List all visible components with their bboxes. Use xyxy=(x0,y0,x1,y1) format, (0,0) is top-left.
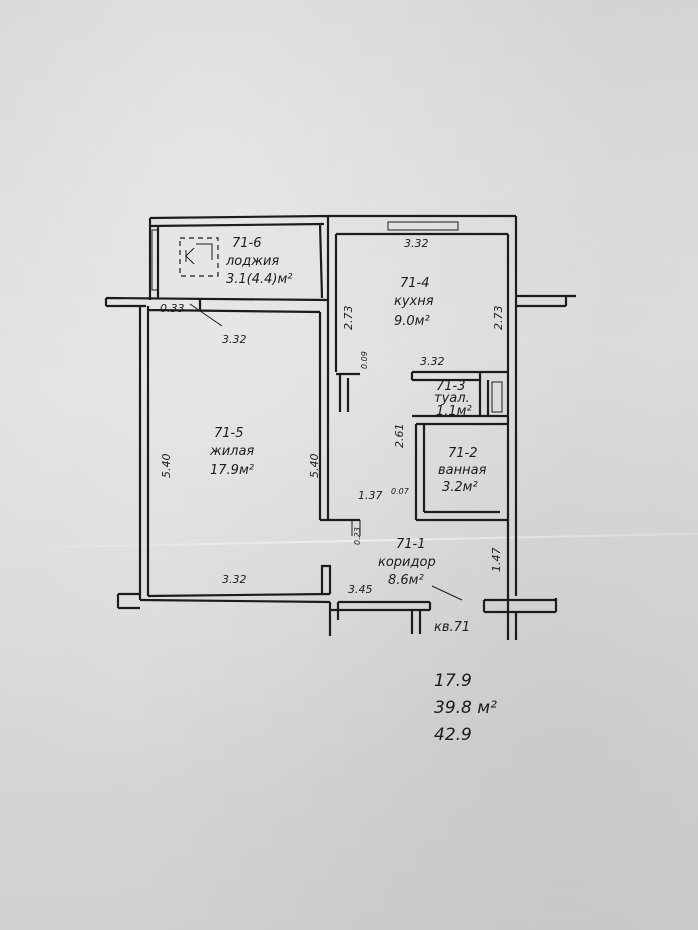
room-id-bath: 71-2 xyxy=(448,446,478,461)
dim-corridor-stub: 0.23 xyxy=(353,527,362,545)
living-inner-right-wall xyxy=(318,312,360,522)
living-bottom-wall xyxy=(116,592,331,610)
kitchen-window xyxy=(387,221,459,231)
leader-line-corridor xyxy=(431,585,463,601)
dim-living-bottom: 3.32 xyxy=(222,573,247,586)
kitchen-partitions xyxy=(336,370,480,412)
dim-corridor-bottom: 3.45 xyxy=(348,583,373,596)
room-name-toilet: туал. xyxy=(434,391,470,406)
dim-toilet-top: 3.32 xyxy=(420,355,445,368)
entrance-walls xyxy=(482,520,558,640)
loggia-window-symbol xyxy=(179,237,219,277)
room-name-bath: ванная xyxy=(438,463,487,478)
room-area-toilet: 1.1м² xyxy=(436,404,472,419)
room-name-living: жилая xyxy=(209,444,254,459)
dim-kitchen-left: 2.73 xyxy=(342,306,355,331)
room-id-toilet: 71-3 xyxy=(436,379,466,394)
living-outer-walls xyxy=(104,296,329,600)
dim-wall-gap: 0.07 xyxy=(391,487,410,496)
room-id-corridor: 71-1 xyxy=(396,537,426,552)
room-id-loggia: 71-6 xyxy=(232,236,262,251)
room-name-kitchen: кухня xyxy=(394,294,434,309)
room-labels: 71-6 лоджия 3.1(4.4)м² 71-4 кухня 9.0м² … xyxy=(209,236,487,588)
dim-kitchen-right: 2.73 xyxy=(492,306,505,331)
summary-total-with-loggia: 42.9 xyxy=(434,725,472,745)
room-name-loggia: лоджия xyxy=(225,254,279,269)
toilet-fixture xyxy=(491,381,503,413)
apartment-label: кв.71 xyxy=(434,620,470,635)
dim-loggia-depth: 0.33 xyxy=(160,302,185,315)
dim-living-top: 3.32 xyxy=(222,333,247,346)
dim-living-left: 5.40 xyxy=(160,454,173,479)
right-outer-wall xyxy=(506,216,518,596)
toilet-walls xyxy=(412,370,508,520)
room-id-living: 71-5 xyxy=(214,426,244,441)
summary-living-area: 17.9 xyxy=(434,671,472,691)
dim-corridor-right: 1.47 xyxy=(490,548,503,573)
room-area-living: 17.9м² xyxy=(210,463,254,478)
room-area-corridor: 8.6м² xyxy=(388,573,424,588)
dim-corridor-left: 1.37 xyxy=(358,489,383,502)
dim-bath-height: 2.61 xyxy=(393,424,406,449)
plan-walls xyxy=(104,214,576,640)
kitchen-left-wall xyxy=(326,234,338,520)
kitchen-top-wall xyxy=(328,214,516,236)
corridor-bottom-walls xyxy=(320,564,432,636)
room-name-corridor: коридор xyxy=(378,555,436,570)
loggia-rail xyxy=(151,229,159,291)
dim-partition-short: 0.09 xyxy=(360,351,369,369)
room-id-kitchen: 71-4 xyxy=(400,276,430,291)
right-wall-stub xyxy=(516,294,576,308)
room-area-bath: 3.2м² xyxy=(442,480,478,495)
summary-total-area: 39.8 м² xyxy=(434,698,497,718)
room-area-kitchen: 9.0м² xyxy=(394,314,430,329)
loggia-arrow-symbol xyxy=(185,243,213,265)
room-area-loggia: 3.1(4.4)м² xyxy=(226,272,293,287)
bath-bottom-wall xyxy=(416,510,508,522)
area-summary: 17.9 39.8 м² 42.9 xyxy=(434,671,497,745)
dim-living-right: 5.40 xyxy=(308,454,321,479)
corridor-stub-wall xyxy=(351,520,361,536)
leader-line-033 xyxy=(189,303,223,327)
dim-kitchen-top: 3.32 xyxy=(404,237,429,250)
dimension-labels: 3.32 2.73 2.73 0.33 3.32 5.40 5.40 3.32 … xyxy=(160,237,505,596)
